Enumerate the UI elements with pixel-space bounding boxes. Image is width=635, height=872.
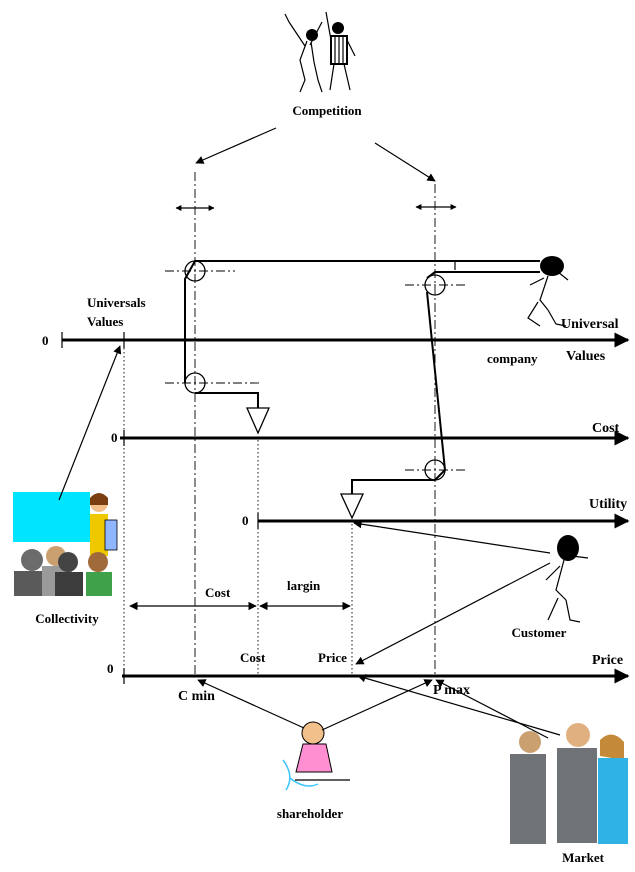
universals-label: Universals bbox=[87, 295, 146, 310]
price-axis-zero: 0 bbox=[107, 661, 114, 676]
cmin-label: C min bbox=[178, 689, 215, 704]
customer-icon bbox=[545, 535, 589, 623]
price-axis bbox=[122, 668, 630, 684]
customer-arrow-price bbox=[355, 562, 551, 665]
values-label: Values bbox=[566, 349, 606, 364]
competition-arrow-right bbox=[374, 142, 436, 182]
cost-tick-label: Cost bbox=[240, 650, 266, 665]
price-tick-label: Price bbox=[318, 650, 347, 665]
market-arrow-price bbox=[357, 674, 561, 736]
competition-icon bbox=[284, 11, 356, 93]
shareholder-icon bbox=[282, 721, 350, 791]
utility-axis-zero: 0 bbox=[242, 513, 249, 528]
market-arrow-pmax bbox=[435, 679, 549, 739]
cost-span-label: Cost bbox=[205, 585, 231, 600]
shareholder-label: shareholder bbox=[277, 806, 343, 821]
pmax-label: P max bbox=[433, 683, 470, 698]
collectivity-label: Collectivity bbox=[35, 611, 99, 626]
universals-values-label: Values bbox=[87, 314, 123, 329]
price-axis-label: Price bbox=[592, 653, 623, 668]
shareholder-arrow-pmax bbox=[321, 679, 433, 731]
values-axis bbox=[61, 332, 630, 348]
company-label: company bbox=[487, 351, 538, 366]
cost-axis bbox=[120, 430, 630, 446]
customer-label: Customer bbox=[512, 625, 567, 640]
cost-axis-zero: 0 bbox=[111, 430, 118, 445]
utility-axis bbox=[257, 513, 630, 529]
pmax-bracket bbox=[339, 262, 540, 520]
shareholder-arrow-cmin bbox=[197, 679, 305, 729]
cmin-bracket bbox=[165, 260, 540, 435]
margin-span-label: largin bbox=[287, 578, 321, 593]
collectivity-icon bbox=[13, 492, 118, 596]
competition-arrow-left bbox=[195, 127, 277, 164]
utility-axis-label: Utility bbox=[589, 497, 627, 512]
competition-label: Competition bbox=[292, 103, 362, 118]
market-icon bbox=[510, 723, 628, 844]
values-axis-zero: 0 bbox=[42, 333, 49, 348]
universal-label: Universal bbox=[561, 317, 619, 332]
collectivity-arrow bbox=[58, 345, 122, 501]
company-icon bbox=[527, 256, 569, 327]
market-label: Market bbox=[562, 850, 605, 865]
cost-axis-label: Cost bbox=[592, 421, 620, 436]
customer-arrow-utility bbox=[353, 519, 551, 554]
